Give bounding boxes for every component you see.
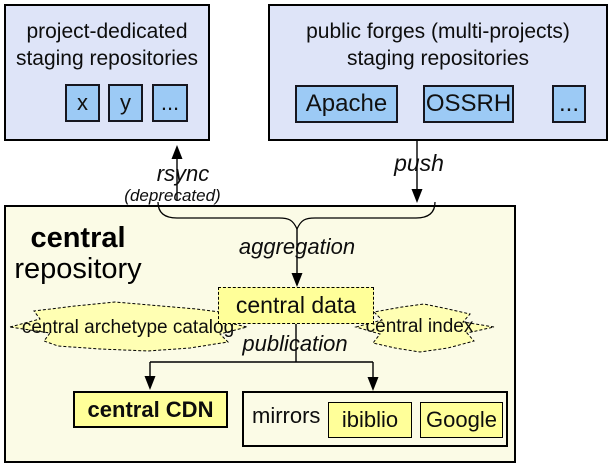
central-cdn-box: central CDN (73, 391, 228, 428)
central-index-label: central index (365, 316, 474, 337)
mirror-google: Google (420, 402, 503, 438)
forge-apache: Apache (295, 85, 398, 123)
staging-repo-y: y (108, 84, 143, 122)
central-title-bold: central (30, 222, 126, 254)
publication-label: publication (242, 331, 348, 356)
rsync-label: rsync (156, 161, 210, 186)
public-forges-title-line2: staging repositories (346, 47, 530, 70)
push-label: push (394, 150, 444, 176)
central-data-box: central data (218, 287, 374, 324)
mirrors-box: mirrors (242, 391, 508, 447)
archetype-catalog-label: central archetype catalog (21, 317, 235, 338)
forge-more: ... (552, 85, 586, 123)
central-title-rest: repository (14, 253, 142, 285)
forge-ossrh: OSSRH (423, 85, 514, 123)
project-staging-box: project-dedicated staging repositories (4, 4, 210, 141)
rsync-deprecated-note: (deprecated) (124, 186, 221, 205)
project-staging-title-line1: project-dedicated (26, 20, 188, 43)
staging-repo-more: ... (152, 84, 188, 122)
mirrors-label: mirrors (252, 403, 321, 428)
mirror-ibiblio: ibiblio (328, 402, 412, 438)
public-forges-title-line1: public forges (multi-projects) (306, 20, 570, 43)
aggregation-label: aggregation (238, 234, 356, 259)
staging-repo-x: x (65, 84, 100, 122)
central-repository-title: central repository (8, 223, 148, 285)
project-staging-title-line2: staging repositories (15, 47, 199, 70)
